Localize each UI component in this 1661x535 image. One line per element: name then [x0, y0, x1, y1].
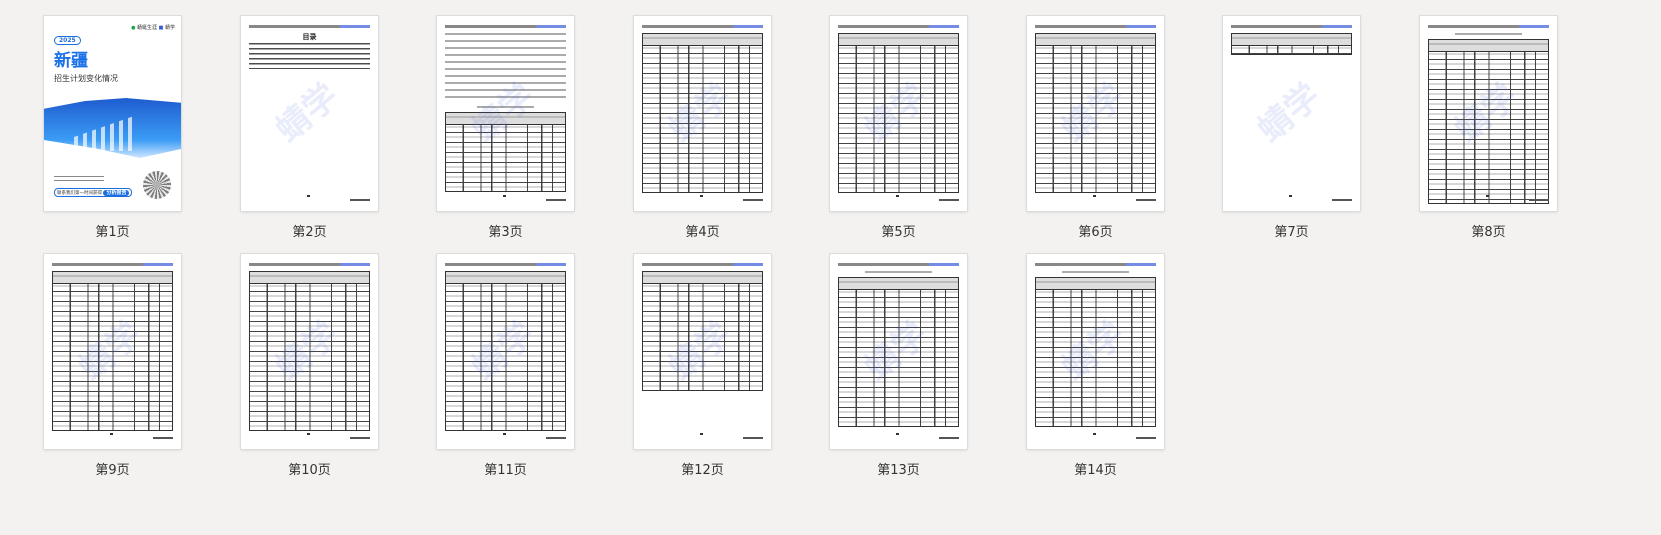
page-preview[interactable]: 蜻学	[437, 16, 574, 211]
page-preview[interactable]: 蜻学	[830, 16, 967, 211]
cover-subtitle: 招生计划变化情况	[54, 74, 118, 83]
page-header	[838, 25, 959, 28]
page-header	[1035, 263, 1156, 266]
page-preview[interactable]: 蜻学	[1223, 16, 1360, 211]
page-header	[838, 263, 959, 266]
page-header	[445, 25, 566, 28]
qr-code	[143, 171, 171, 199]
page-label: 第3页	[488, 225, 523, 240]
page-label: 第2页	[292, 225, 327, 240]
contact-banner: 联系我们第一时间获得 分析报告	[54, 188, 133, 197]
page-header	[1231, 25, 1352, 28]
page-header	[642, 25, 763, 28]
cover-year: 2025	[54, 36, 81, 45]
page-preview[interactable]: 蜻学	[830, 254, 967, 449]
page-preview[interactable]: 蜻学	[1027, 254, 1164, 449]
page-label: 第7页	[1274, 225, 1309, 240]
page-header	[52, 263, 173, 266]
page-header	[249, 263, 370, 266]
page-preview[interactable]: ● 蜻蜓生涯 ■ 蜻学 2025 新疆 招生计划变化情况 联系我们第一时间获得 …	[44, 16, 181, 211]
page-label: 第1页	[95, 225, 130, 240]
page-label: 第6页	[1078, 225, 1113, 240]
page-preview[interactable]: 蜻学	[44, 254, 181, 449]
page-header	[1035, 25, 1156, 28]
page-header	[445, 263, 566, 266]
page-header	[1428, 25, 1549, 28]
page-header	[642, 263, 763, 266]
cover-region: 新疆	[54, 51, 88, 71]
page-preview[interactable]: 蜻学	[634, 16, 771, 211]
page-label: 第13页	[877, 463, 920, 478]
watermark: 蜻学	[1250, 76, 1329, 151]
page-preview[interactable]: 目录 蜻学	[241, 16, 378, 211]
watermark: 蜻学	[268, 76, 347, 151]
page-preview[interactable]: 蜻学	[241, 254, 378, 449]
page-header	[249, 25, 370, 28]
page-preview[interactable]: 蜻学	[437, 254, 574, 449]
page-preview[interactable]: 蜻学	[1027, 16, 1164, 211]
page-label: 第4页	[685, 225, 720, 240]
page-label: 第10页	[288, 463, 331, 478]
page-preview[interactable]: 蜻学	[1420, 16, 1557, 211]
page-label: 第11页	[484, 463, 527, 478]
toc-title: 目录	[302, 33, 317, 41]
contact-info	[54, 176, 104, 184]
page-label: 第14页	[1074, 463, 1117, 478]
page-preview[interactable]: 蜻学	[634, 254, 771, 449]
page-label: 第12页	[681, 463, 724, 478]
cover-logos: ● 蜻蜓生涯 ■ 蜻学	[131, 25, 175, 31]
page-label: 第8页	[1471, 225, 1506, 240]
page-label: 第5页	[881, 225, 916, 240]
page-label: 第9页	[95, 463, 130, 478]
